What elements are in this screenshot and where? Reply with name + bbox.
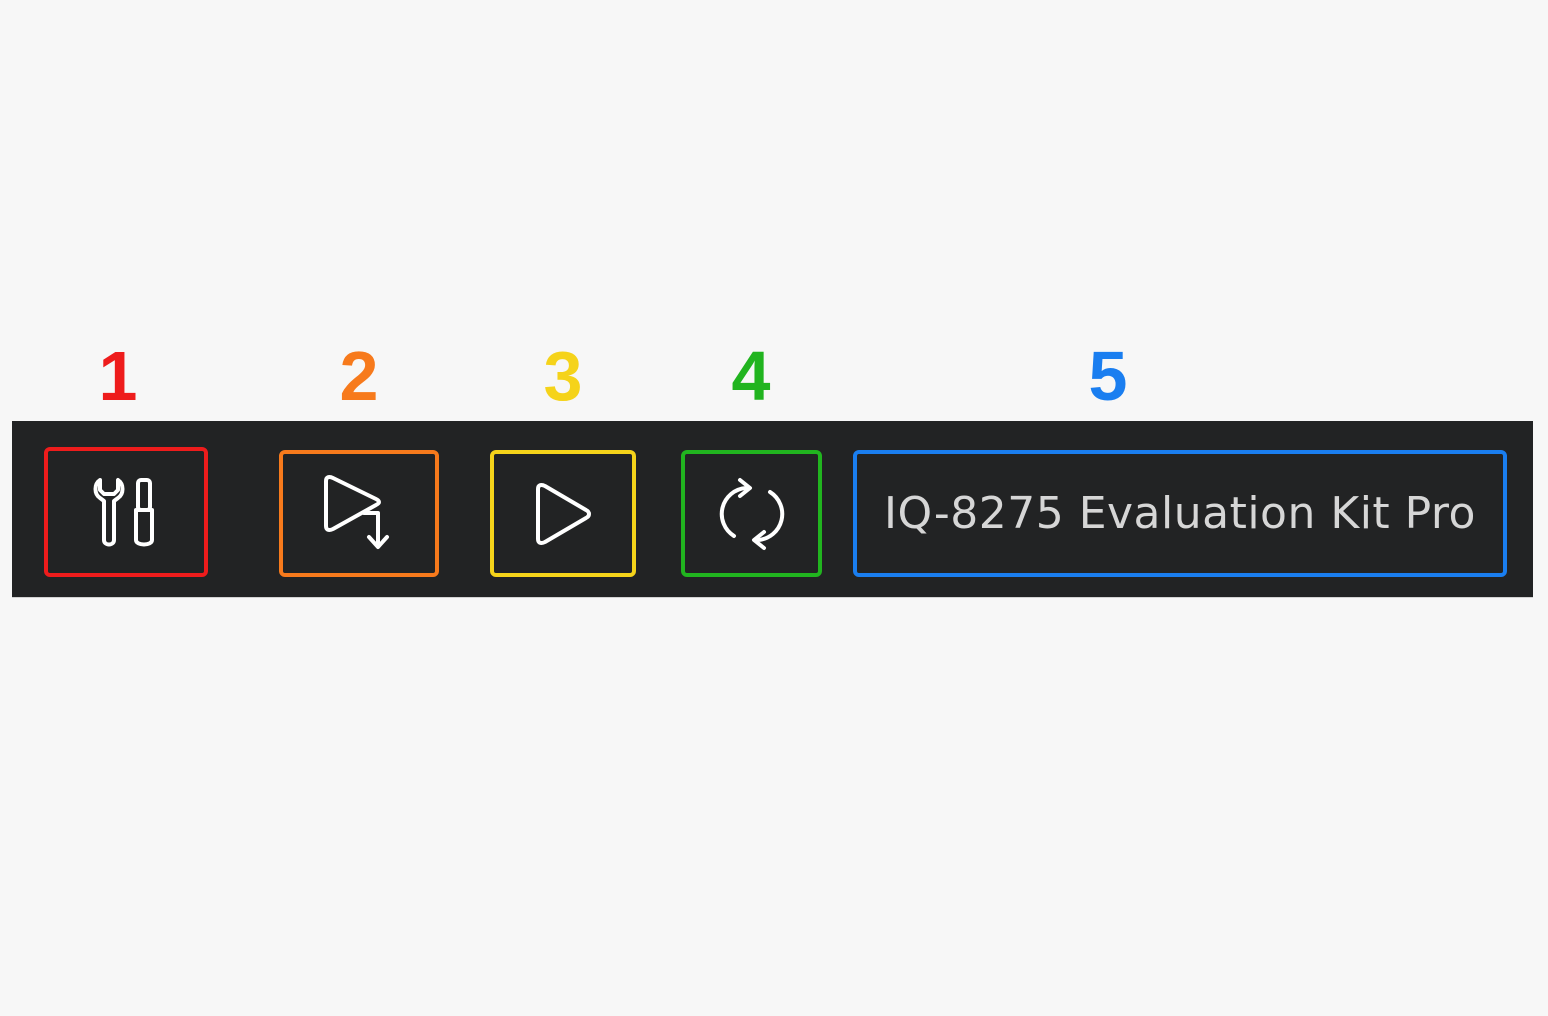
refresh-icon — [719, 477, 784, 550]
callout-number-3: 3 — [543, 337, 583, 415]
callout-number-5: 5 — [1088, 337, 1128, 415]
callout-number-1: 1 — [98, 337, 138, 415]
run-button[interactable] — [490, 450, 636, 577]
reset-button[interactable] — [681, 450, 822, 577]
play-step-into-icon — [324, 474, 389, 549]
debug-button[interactable] — [279, 450, 439, 577]
play-icon — [536, 482, 591, 545]
tools-button[interactable] — [44, 447, 208, 577]
wrench-screwdriver-icon — [93, 478, 154, 547]
callout-number-4: 4 — [731, 337, 771, 415]
target-selector-label: IQ-8275 Evaluation Kit Pro — [884, 488, 1476, 539]
toolbar: IQ-8275 Evaluation Kit Pro — [12, 421, 1533, 597]
target-selector[interactable]: IQ-8275 Evaluation Kit Pro — [853, 450, 1507, 577]
callout-number-2: 2 — [339, 337, 379, 415]
